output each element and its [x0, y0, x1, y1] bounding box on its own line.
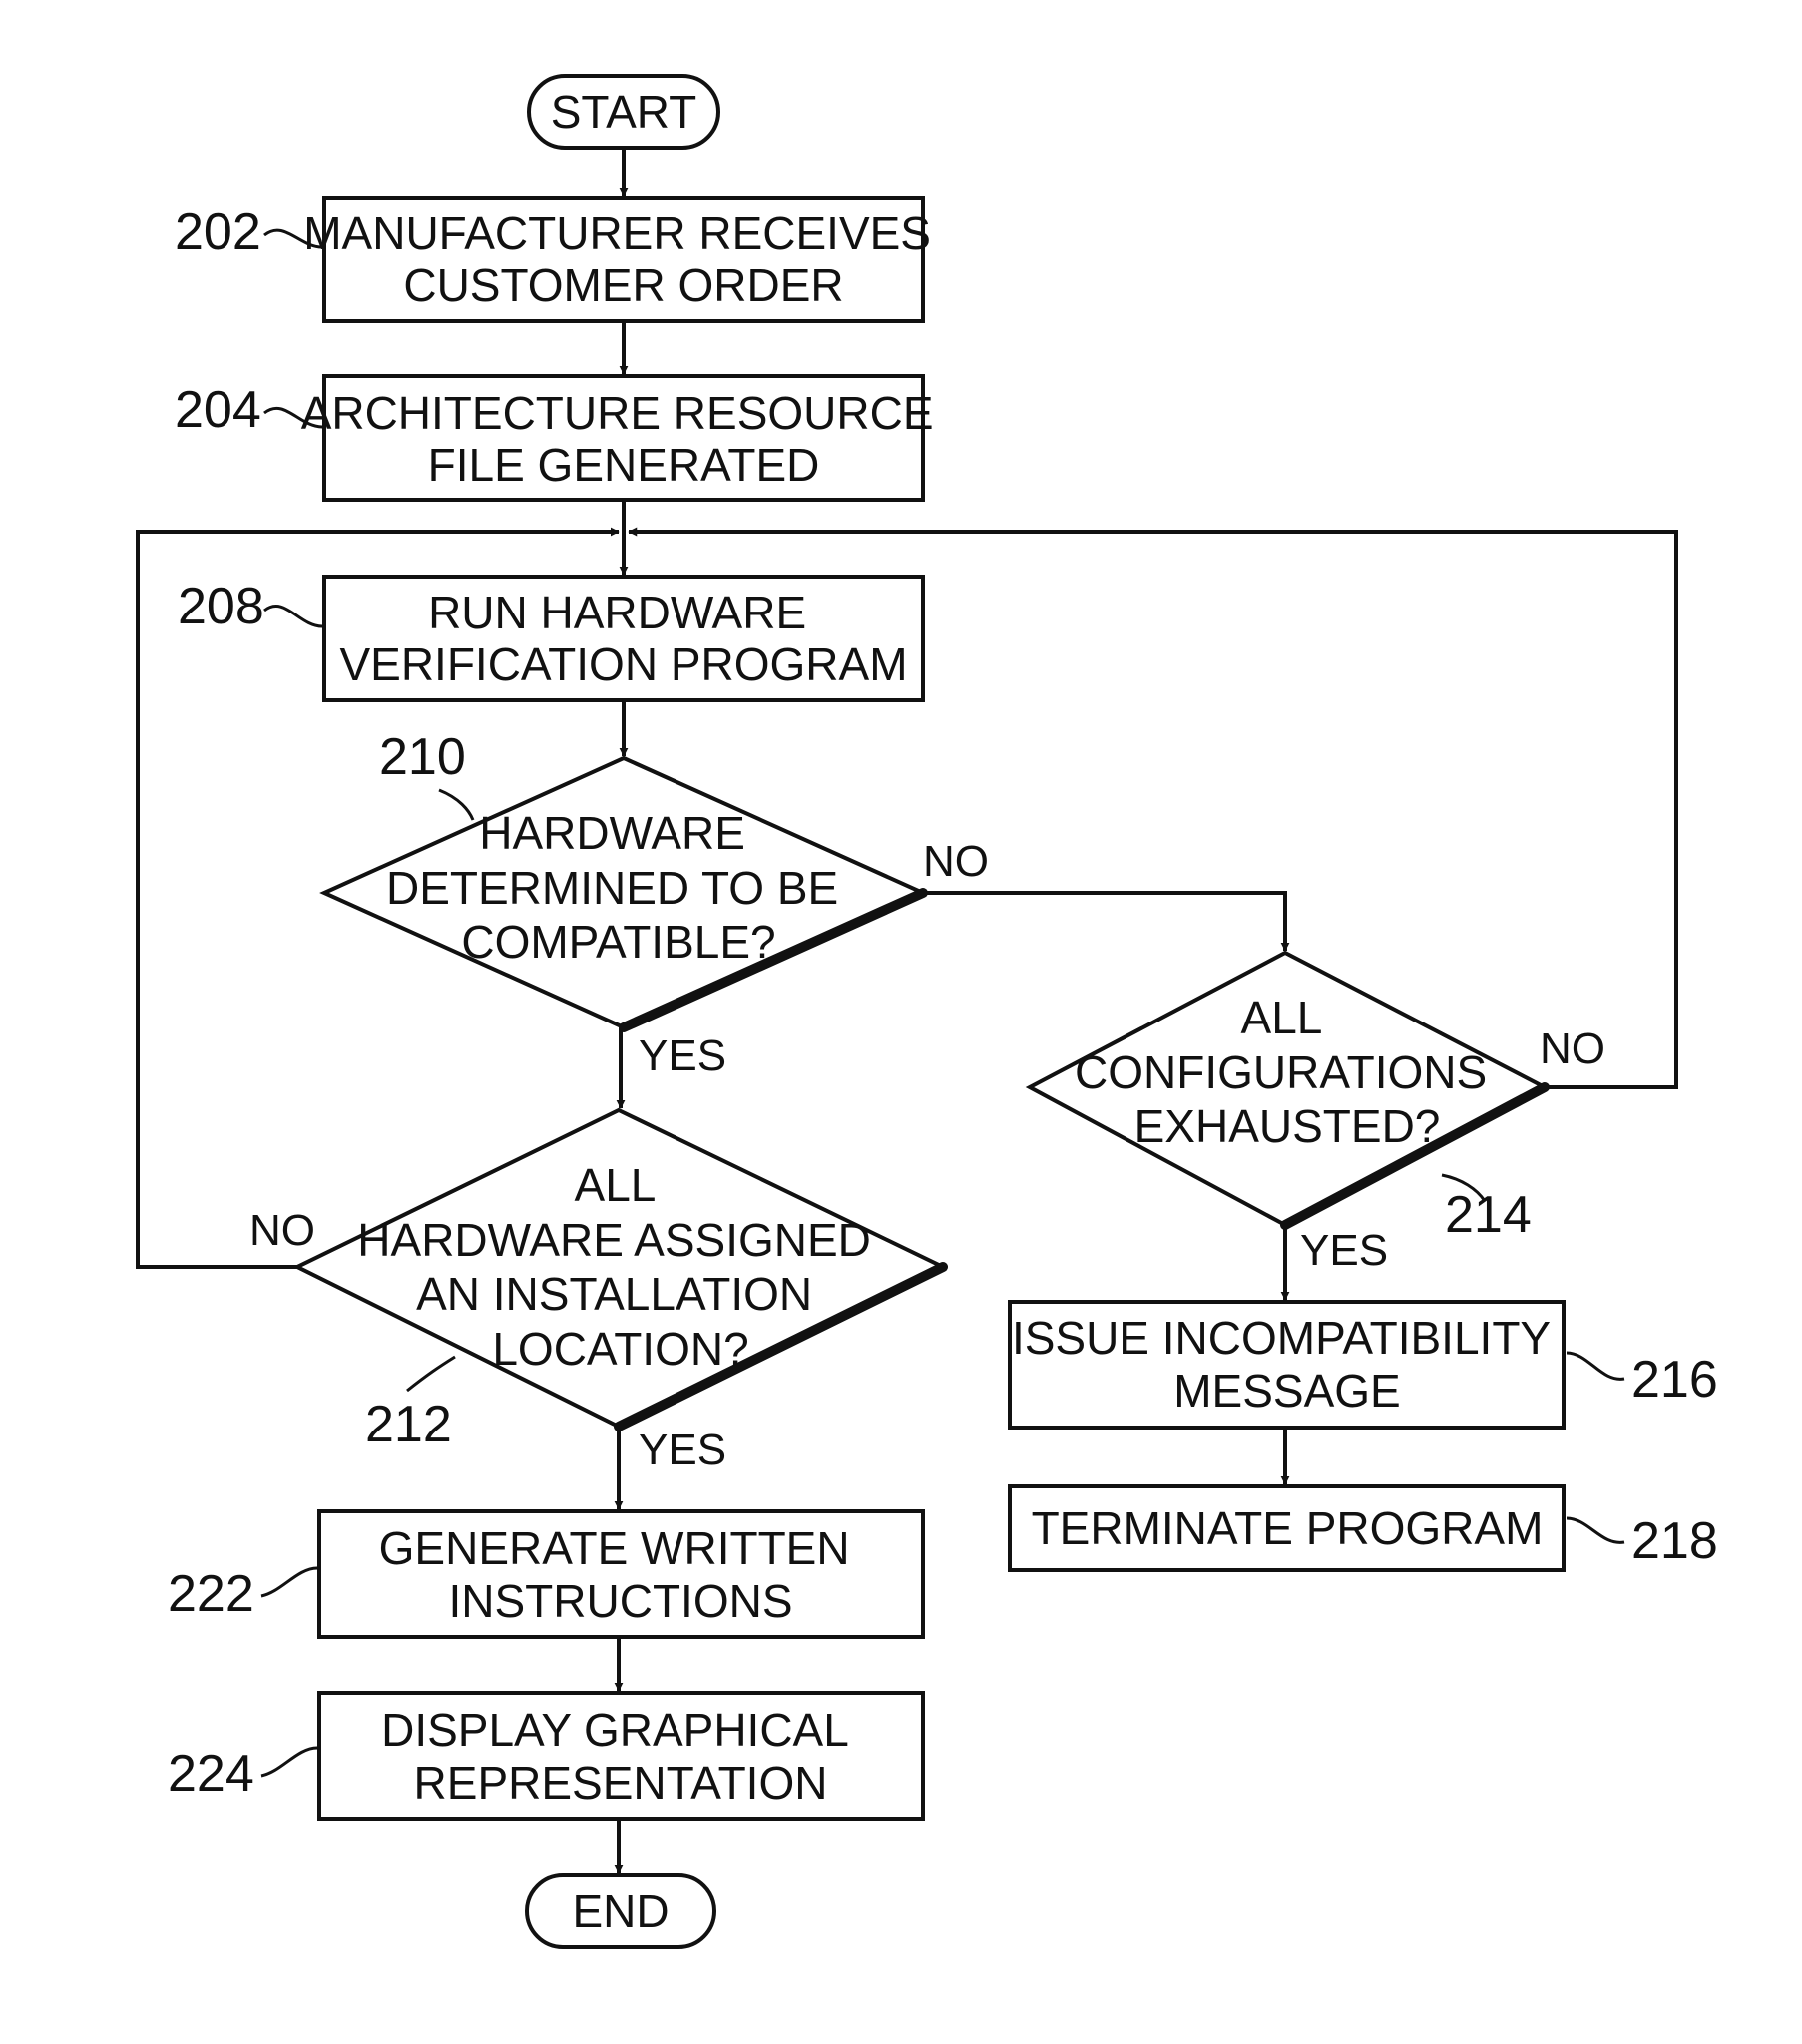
- end-terminal: END: [527, 1875, 714, 1947]
- decision-210-compatible: HARDWARE DETERMINED TO BE COMPATIBLE? 21…: [324, 728, 923, 1027]
- step-224-graphical-representation: DISPLAY GRAPHICAL REPRESENTATION 224: [168, 1693, 923, 1819]
- branch-214-yes: YES: [1300, 1226, 1388, 1275]
- decision-214-configs-exhausted: ALL CONFIGURATIONS EXHAUSTED? 214: [1030, 953, 1545, 1244]
- ref-222: 222: [168, 1565, 254, 1623]
- ref-212: 212: [365, 1396, 452, 1453]
- ref-216: 216: [1631, 1351, 1718, 1409]
- edge-210-no-to-214: [923, 893, 1285, 951]
- branch-214-no: NO: [1540, 1024, 1605, 1073]
- leader-224: [261, 1748, 317, 1776]
- step-222-written-instructions: GENERATE WRITTEN INSTRUCTIONS 222: [168, 1511, 923, 1637]
- start-label: START: [551, 86, 697, 138]
- branch-210-no: NO: [923, 837, 989, 886]
- decision-212-all-assigned: ALL HARDWARE ASSIGNED AN INSTALLATION LO…: [297, 1110, 943, 1453]
- step-208-run-verification: RUN HARDWARE VERIFICATION PROGRAM 208: [178, 577, 923, 700]
- ref-208: 208: [178, 578, 264, 635]
- step-218-terminate: TERMINATE PROGRAM 218: [1010, 1486, 1718, 1570]
- ref-204: 204: [175, 381, 261, 439]
- branch-212-yes: YES: [639, 1426, 726, 1474]
- decision-214-text: ALL CONFIGURATIONS EXHAUSTED?: [1075, 992, 1500, 1152]
- leader-222: [261, 1568, 317, 1596]
- leader-216: [1567, 1353, 1624, 1379]
- leader-210: [439, 790, 473, 820]
- step-202-receive-order: MANUFACTURER RECEIVES CUSTOMER ORDER 202: [175, 198, 944, 321]
- ref-214: 214: [1445, 1186, 1532, 1244]
- step-222-text: GENERATE WRITTEN INSTRUCTIONS: [379, 1522, 863, 1627]
- ref-210: 210: [379, 728, 466, 786]
- leader-218: [1567, 1518, 1624, 1542]
- end-label: END: [572, 1885, 669, 1937]
- ref-202: 202: [175, 204, 261, 261]
- ref-224: 224: [168, 1745, 254, 1803]
- leader-212: [407, 1357, 455, 1391]
- step-216-issue-message: ISSUE INCOMPATIBILITY MESSAGE 216: [1010, 1302, 1718, 1428]
- start-terminal: START: [529, 76, 718, 148]
- branch-210-yes: YES: [639, 1031, 726, 1080]
- step-218-text: TERMINATE PROGRAM: [1032, 1502, 1544, 1554]
- step-204-generate-file: ARCHITECTURE RESOURCE FILE GENERATED 204: [175, 376, 946, 500]
- leader-208: [264, 607, 322, 626]
- step-224-text: DISPLAY GRAPHICAL REPRESENTATION: [381, 1704, 860, 1809]
- branch-212-no: NO: [249, 1206, 315, 1255]
- ref-218: 218: [1631, 1512, 1718, 1570]
